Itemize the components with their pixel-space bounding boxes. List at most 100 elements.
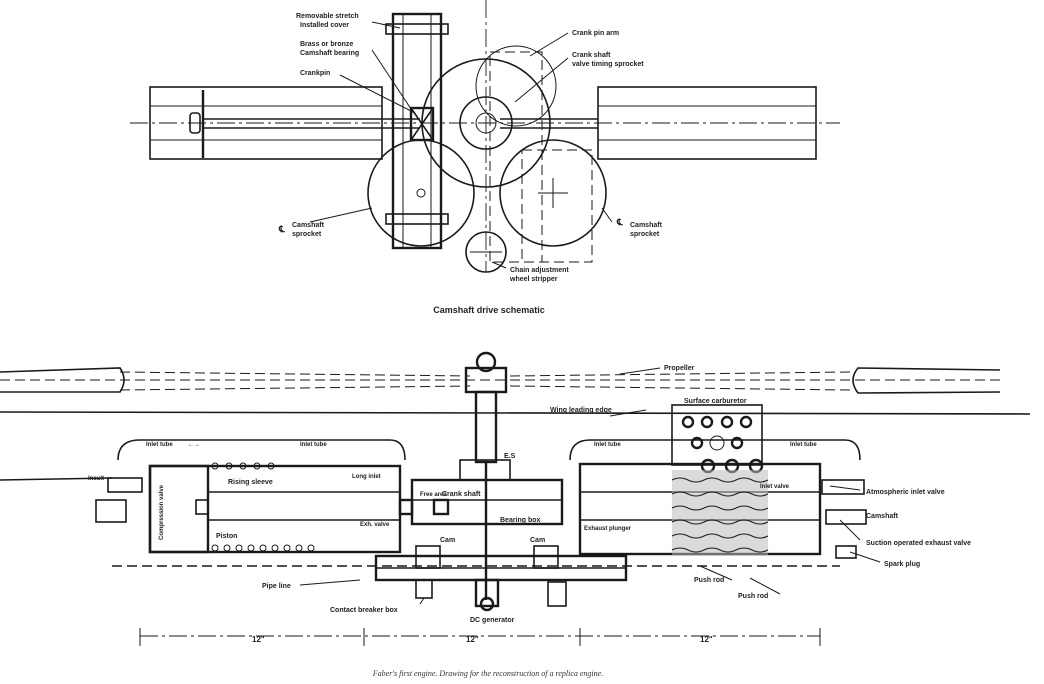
label-exhaust-plunger: Exhaust plunger xyxy=(584,526,632,532)
mesh-line xyxy=(671,533,769,539)
ring xyxy=(211,544,219,552)
label-dim-3: 12" xyxy=(700,635,713,644)
label-propeller: Propeller xyxy=(664,365,695,372)
propeller-dashed xyxy=(509,371,851,377)
cam-right xyxy=(533,545,559,569)
leader xyxy=(371,49,414,113)
label-piston: Piston xyxy=(216,533,237,540)
label-camshaft: Camshaft xyxy=(866,513,899,520)
propeller-shaft-housing xyxy=(474,390,498,464)
label-crank-shaft: Crank shaft xyxy=(442,491,481,498)
leader xyxy=(829,485,861,491)
figure-caption: Faber's first engine. Drawing for the re… xyxy=(372,669,603,678)
label-lower-left: Insult xyxy=(88,476,104,482)
label-exh-valve: Exh. valve xyxy=(360,522,390,528)
label-contact-breaker: Contact breaker box xyxy=(330,607,398,614)
leader xyxy=(514,57,569,103)
right-post xyxy=(547,581,567,607)
label-bearing-box: Bearing box xyxy=(500,517,541,524)
left-piston-boss xyxy=(189,112,201,134)
label-dim-1: 12" xyxy=(252,635,265,644)
label-dim-2: 12" xyxy=(466,635,479,644)
propeller-hub xyxy=(475,351,497,373)
exhaust-valve-body xyxy=(825,509,867,525)
label-inlet-tube-right-a: Inlet tube xyxy=(594,442,621,448)
leader xyxy=(839,519,861,541)
label-push-rod-1: Push rod xyxy=(694,577,724,584)
label-crankpin: Crankpin xyxy=(300,70,330,77)
ring xyxy=(225,462,233,470)
crank-box xyxy=(432,498,450,516)
crank-frame xyxy=(391,12,443,250)
label-camshaft-sprocket-right-2: sprocket xyxy=(630,231,660,238)
leader xyxy=(699,565,733,581)
carb-hole xyxy=(730,436,744,450)
label-brass-bearing: Brass or bronze xyxy=(300,41,353,48)
label-chain-adjustment-2: wheel stripper xyxy=(509,276,558,283)
propeller-dashed xyxy=(119,371,471,377)
chain-adjustment-wheel xyxy=(465,231,507,273)
crank-hub xyxy=(459,96,513,150)
carb-hole xyxy=(739,415,753,429)
dc-generator-end xyxy=(479,596,495,612)
label-dc-generator: DC generator xyxy=(470,617,515,624)
carb-hole xyxy=(690,436,704,450)
right-camshaft-sprocket xyxy=(499,139,607,247)
label-removable-cover: Removable stretch xyxy=(296,13,359,20)
camshaft-drive-schematic: Removable stretch Installed cover Brass … xyxy=(130,0,840,315)
mesh-line xyxy=(671,491,769,497)
spark-plug-body xyxy=(835,545,857,559)
ring xyxy=(295,544,303,552)
engine-cross-section: Propeller Wing leading edge Surface carb… xyxy=(0,351,1031,678)
left-inlet-block xyxy=(107,477,143,493)
leader xyxy=(339,74,416,114)
label-rising-sleeve: Rising sleeve xyxy=(228,479,273,486)
propeller-dashed xyxy=(509,385,851,391)
label-brass-bearing-2: Camshaft bearing xyxy=(300,50,359,57)
inlet-tube-left xyxy=(117,439,406,461)
left-valve-assembly xyxy=(95,499,127,523)
mesh-line xyxy=(671,519,769,525)
label-atmospheric-inlet-valve: Atmospheric inlet valve xyxy=(866,489,945,496)
label-crankshaft-sprocket: Crank shaft xyxy=(572,52,611,59)
label-eq: E.S xyxy=(504,453,516,460)
leader xyxy=(299,579,361,586)
mesh-line xyxy=(671,505,769,511)
crank-pin-arm-circle xyxy=(475,45,557,127)
carburetor-mesh xyxy=(671,470,769,556)
crank-box xyxy=(398,498,414,516)
dashed-outline xyxy=(521,149,593,263)
carb-hole xyxy=(681,415,695,429)
leader xyxy=(309,207,373,223)
leader xyxy=(491,261,507,269)
leader xyxy=(529,32,569,57)
carb-hole xyxy=(720,415,734,429)
mesh-line xyxy=(671,547,769,553)
contact-breaker-box xyxy=(415,579,433,599)
label-inlet-valve: Inlet valve xyxy=(760,484,790,490)
label-inlet-tube-left: Inlet tube xyxy=(146,442,173,448)
label-free-area: Free area xyxy=(420,492,447,498)
carb-hole xyxy=(700,415,714,429)
label-cl-left: ℄ xyxy=(278,224,285,234)
ring xyxy=(235,544,243,552)
left-cylinder-housing xyxy=(149,86,383,160)
left-piston-rings xyxy=(211,462,315,552)
label-cam-right: Cam xyxy=(530,537,545,544)
label-inlet-tube-right-b: Inlet tube xyxy=(790,442,817,448)
label-pipe-line: Pipe line xyxy=(262,583,291,590)
leader xyxy=(849,551,881,563)
ring xyxy=(267,462,275,470)
ring xyxy=(253,462,261,470)
mesh-fill xyxy=(672,470,768,556)
label-removable-cover-2: Installed cover xyxy=(300,22,349,29)
ring xyxy=(247,544,255,552)
propeller-dashed xyxy=(119,385,471,391)
label-suction-exhaust-valve: Suction operated exhaust valve xyxy=(866,540,971,547)
label-spark-plug: Spark plug xyxy=(884,561,920,568)
ring xyxy=(283,544,291,552)
leader xyxy=(749,577,781,595)
label-crank-pin-arm: Crank pin arm xyxy=(572,30,619,37)
mesh-line xyxy=(671,477,769,483)
